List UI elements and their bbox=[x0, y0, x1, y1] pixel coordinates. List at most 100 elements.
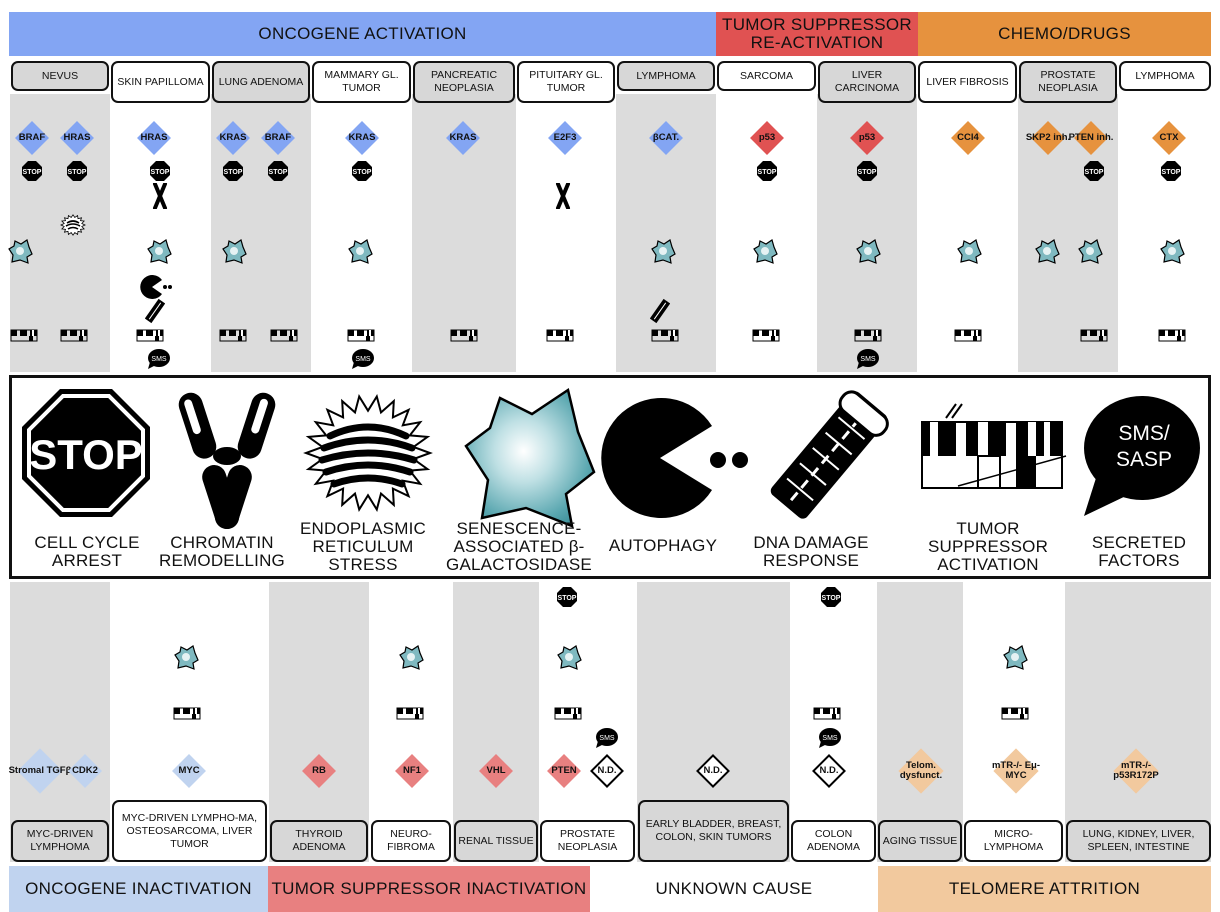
senescent-cell-icon bbox=[753, 238, 779, 269]
speech-bubble-icon: SMS bbox=[146, 348, 170, 375]
gene-activation-icon bbox=[752, 328, 780, 347]
driver-p53: p53 bbox=[850, 121, 884, 155]
svg-text:SMS/: SMS/ bbox=[1118, 422, 1170, 445]
driver-not-determined: N.D. bbox=[696, 754, 730, 788]
driver-kras: KRAS bbox=[345, 121, 379, 155]
band-tumor-suppressor-reactivation: TUMOR SUPPRESSOR RE-ACTIVATION bbox=[716, 12, 918, 56]
svg-text:STOP: STOP bbox=[29, 431, 143, 478]
bottom-col-myc-lymphoma bbox=[10, 582, 110, 862]
bottom-col-renal bbox=[453, 582, 539, 862]
driver-ccl4: CCl4 bbox=[951, 121, 985, 155]
driver-pten-inh: PTEN inh. bbox=[1069, 121, 1113, 155]
dna-damage-icon bbox=[649, 298, 671, 329]
senescent-cell-icon bbox=[651, 238, 677, 269]
top-label-nevus: NEVUS bbox=[11, 61, 109, 91]
bottom-col-multi-organ bbox=[1065, 582, 1211, 862]
top-label-liver-fibrosis: LIVER FIBROSIS bbox=[918, 61, 1017, 103]
bottom-label-multi-organ: LUNG, KIDNEY, LIVER, SPLEEN, INTESTINE bbox=[1066, 820, 1211, 862]
driver-braf: BRAF bbox=[261, 121, 295, 155]
svg-text:STOP: STOP bbox=[23, 169, 42, 176]
band-unknown-cause: UNKNOWN CAUSE bbox=[590, 866, 878, 912]
gene-activation-icon bbox=[136, 328, 164, 347]
senescent-cell-icon bbox=[1078, 238, 1104, 269]
driver-p53: p53 bbox=[750, 121, 784, 155]
gene-activation-icon bbox=[60, 328, 88, 347]
senescent-cell-icon bbox=[1003, 644, 1029, 675]
bottom-col-aging bbox=[877, 582, 963, 862]
dna-damage-icon bbox=[144, 298, 166, 329]
senescent-cell-icon bbox=[464, 387, 596, 528]
gene-activation-icon bbox=[813, 706, 841, 725]
driver-kras: KRAS bbox=[446, 121, 480, 155]
stop-sign-icon: STOP bbox=[222, 160, 244, 187]
gene-activation-icon bbox=[173, 706, 201, 725]
band-chemo-drugs: CHEMO/DRUGS bbox=[918, 12, 1211, 56]
driver-e2f3: E2F3 bbox=[548, 121, 582, 155]
gene-activation-icon bbox=[651, 328, 679, 347]
gene-activation-icon bbox=[219, 328, 247, 347]
bottom-label-myc-multi: MYC-DRIVEN LYMPHO-MA, OSTEOSARCOMA, LIVE… bbox=[112, 800, 267, 862]
svg-text:STOP: STOP bbox=[822, 595, 841, 602]
top-label-lymphoma-ctx: LYMPHOMA bbox=[1119, 61, 1211, 91]
stop-sign-icon: STOP bbox=[556, 586, 578, 613]
gene-activation-icon bbox=[954, 328, 982, 347]
legend-label-chromatin-remodelling: CHROMATIN REMODELLING bbox=[159, 533, 285, 570]
driver-kras: KRAS bbox=[216, 121, 250, 155]
top-label-sarcoma: SARCOMA bbox=[717, 61, 816, 91]
svg-text:SASP: SASP bbox=[1116, 448, 1172, 471]
chromosome-icon bbox=[555, 182, 571, 214]
bottom-label-renal: RENAL TISSUE bbox=[454, 820, 538, 862]
legend-label-sa-beta-gal: SENESCENCE-ASSOCIATED β-GALACTOSIDASE bbox=[446, 519, 592, 574]
top-label-mammary: MAMMARY GL. TUMOR bbox=[312, 61, 411, 103]
legend-panel: STOP bbox=[9, 375, 1211, 579]
svg-text:STOP: STOP bbox=[151, 169, 170, 176]
gene-activation-icon bbox=[347, 328, 375, 347]
bottom-col-thyroid bbox=[269, 582, 369, 862]
driver-mtr-emyc: mTR-/- Eμ-MYC bbox=[992, 748, 1040, 794]
speech-bubble-icon: SMS bbox=[594, 727, 618, 754]
bottom-label-thyroid: THYROID ADENOMA bbox=[270, 820, 368, 862]
top-label-prostate: PROSTATE NEOPLASIA bbox=[1019, 61, 1117, 103]
er-stress-icon bbox=[60, 213, 86, 242]
chromosome-icon bbox=[178, 392, 276, 529]
svg-text:STOP: STOP bbox=[1085, 169, 1104, 176]
legend-label-er-stress: ENDOPLASMIC RETICULUM STRESS bbox=[300, 519, 426, 574]
top-label-pancreatic: PANCREATIC NEOPLASIA bbox=[413, 61, 515, 103]
bottom-label-aging: AGING TISSUE bbox=[878, 820, 962, 862]
senescent-cell-icon bbox=[557, 644, 583, 675]
legend-label-cell-cycle-arrest: CELL CYCLE ARREST bbox=[34, 533, 140, 570]
svg-text:STOP: STOP bbox=[353, 169, 372, 176]
pacman-icon bbox=[140, 275, 172, 304]
top-label-lymphoma: LYMPHOMA bbox=[617, 61, 715, 91]
gene-activation-icon bbox=[450, 328, 478, 347]
driver-ctx: CTX bbox=[1152, 121, 1186, 155]
svg-text:SMS: SMS bbox=[151, 356, 167, 363]
gene-activation-icon bbox=[1001, 706, 1029, 725]
driver-braf: BRAF bbox=[15, 121, 49, 155]
svg-text:SMS: SMS bbox=[599, 735, 615, 742]
driver-not-determined: N.D. bbox=[812, 754, 846, 788]
senescent-cell-icon bbox=[856, 238, 882, 269]
senescent-cell-icon bbox=[147, 238, 173, 269]
svg-text:STOP: STOP bbox=[858, 169, 877, 176]
legend-label-dna-damage-response: DNA DAMAGE RESPONSE bbox=[753, 533, 869, 570]
band-tumor-suppressor-inactivation: TUMOR SUPPRESSOR INACTIVATION bbox=[268, 866, 590, 912]
gene-activation-icon bbox=[554, 706, 582, 725]
svg-text:SMS: SMS bbox=[822, 735, 838, 742]
gene-activation-icon bbox=[396, 706, 424, 725]
bottom-label-neurofibroma: NEURO-FIBROMA bbox=[371, 820, 451, 862]
band-telomere-attrition: TELOMERE ATTRITION bbox=[878, 866, 1211, 912]
pacman-icon bbox=[601, 398, 748, 518]
driver-vhl: VHL bbox=[479, 754, 513, 788]
bottom-label-early-tumors: EARLY BLADDER, BREAST, COLON, SKIN TUMOR… bbox=[638, 800, 789, 862]
svg-text:STOP: STOP bbox=[224, 169, 243, 176]
stop-sign-icon: STOP bbox=[351, 160, 373, 187]
svg-text:SMS: SMS bbox=[355, 356, 371, 363]
gene-activation-icon bbox=[921, 403, 1067, 489]
stop-sign-icon: STOP bbox=[1083, 160, 1105, 187]
svg-text:STOP: STOP bbox=[68, 169, 87, 176]
svg-text:STOP: STOP bbox=[558, 595, 577, 602]
band-oncogene-inactivation: ONCOGENE INACTIVATION bbox=[9, 866, 268, 912]
band-oncogene-activation: ONCOGENE ACTIVATION bbox=[9, 12, 716, 56]
dna-damage-icon bbox=[770, 390, 889, 519]
